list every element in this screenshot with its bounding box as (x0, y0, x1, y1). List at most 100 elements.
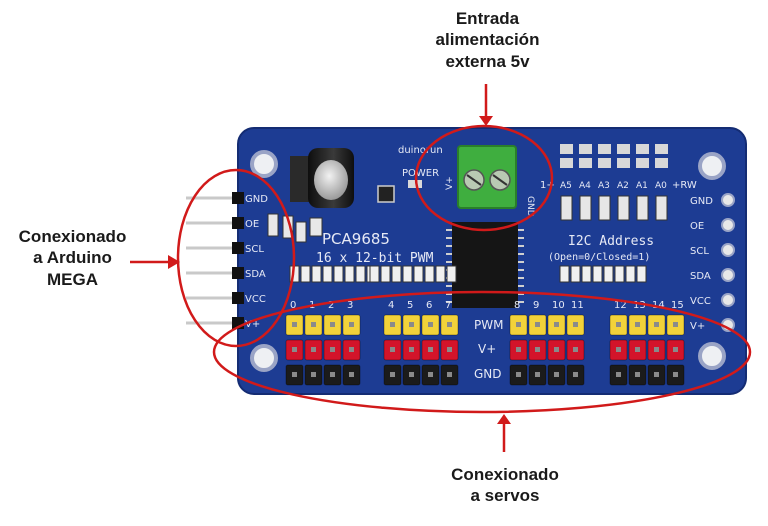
right-pin-label: OE (690, 221, 704, 232)
address-resistors (560, 195, 668, 221)
array-resistor (300, 265, 311, 283)
pin-tip (554, 347, 559, 352)
pin-tip (673, 322, 678, 327)
channel-number: 10 (552, 300, 565, 311)
right-header-pads[interactable] (721, 193, 735, 332)
address-resistor (598, 195, 611, 221)
capacitor (290, 148, 354, 208)
right-pad[interactable] (721, 193, 735, 207)
address-pad-bottom (560, 158, 573, 168)
pin-tip (516, 347, 521, 352)
pin-tip (573, 347, 578, 352)
servo-callout-line2: a servos (470, 486, 540, 506)
row-label-vplus: V+ (478, 342, 496, 356)
address-pad-top (598, 144, 611, 154)
pin-tip (292, 372, 297, 377)
resistor-arrays (289, 265, 647, 283)
arduino-callout-line1: Conexionado (18, 227, 127, 246)
pin-tip (330, 372, 335, 377)
address-pad-top (617, 144, 630, 154)
array-resistor (581, 265, 592, 283)
pin-tip (390, 322, 395, 327)
pin-tip (535, 347, 540, 352)
annotation-arrowheads (168, 116, 511, 424)
channel-number: 0 (290, 300, 296, 311)
pin-tip (654, 347, 659, 352)
array-resistor (424, 265, 435, 283)
pin-tip (349, 372, 354, 377)
right-pad[interactable] (721, 218, 735, 232)
address-jumper-pads (560, 144, 668, 168)
address-pad-top (560, 144, 573, 154)
channel-number: 2 (328, 300, 334, 311)
address-pad-top (579, 144, 592, 154)
left-pin-label: OE (245, 219, 259, 230)
channel-number: 7 (445, 300, 451, 311)
left-pin-label: V+ (245, 319, 260, 330)
array-resistor (344, 265, 355, 283)
pin-tip (654, 322, 659, 327)
pin-tip (635, 372, 640, 377)
pin-tip (428, 322, 433, 327)
pin-tip (635, 322, 640, 327)
pin-tip (390, 347, 395, 352)
pin-tip (390, 372, 395, 377)
servo-callout-line1: Conexionado (451, 465, 559, 484)
array-resistor (380, 265, 391, 283)
pin-tip (573, 372, 578, 377)
pin-tip (516, 322, 521, 327)
power-callout-line3: externa 5v (445, 51, 530, 71)
pin-tip (409, 322, 414, 327)
address-label: A4 (579, 181, 591, 191)
power-led-label: POWER (402, 168, 439, 179)
pin-tip (516, 372, 521, 377)
channel-number: 15 (671, 300, 684, 311)
header-pin[interactable] (186, 271, 244, 275)
channel-number: 14 (652, 300, 665, 311)
array-resistor (355, 265, 366, 283)
row-label-pwm: PWM (474, 318, 503, 332)
smd-components (267, 213, 323, 243)
i2c-address-note: (Open=0/Closed=1) (548, 252, 650, 263)
servo-headers[interactable] (285, 314, 685, 386)
address-pad-top (636, 144, 649, 154)
channel-number: 12 (614, 300, 627, 311)
pin-tip (573, 322, 578, 327)
pin-tip (535, 322, 540, 327)
right-pad[interactable] (721, 293, 735, 307)
array-resistor (603, 265, 614, 283)
header-housing (232, 242, 244, 254)
channel-number: 9 (533, 300, 539, 311)
header-pin[interactable] (186, 221, 244, 225)
pin-tip (554, 322, 559, 327)
right-pad[interactable] (721, 243, 735, 257)
pin-tip (409, 347, 414, 352)
arduino-callout-line2: a Arduino (33, 248, 112, 268)
address-label: A1 (636, 181, 648, 191)
header-pin[interactable] (186, 196, 244, 200)
header-pin[interactable] (186, 321, 244, 325)
pin-tip (654, 372, 659, 377)
header-pin[interactable] (186, 246, 244, 250)
power-input-callout: Entrada alimentación externa 5v (395, 8, 580, 72)
pca9685-chip (446, 222, 524, 308)
array-resistor (636, 265, 647, 283)
power-callout-line1: Entrada (455, 9, 520, 28)
header-housing (232, 217, 244, 229)
arduino-header[interactable] (186, 192, 244, 329)
power-input-ellipse (414, 124, 554, 232)
pin-tip (311, 372, 316, 377)
right-pad[interactable] (721, 268, 735, 282)
pin-tip (349, 322, 354, 327)
address-label: A0 (655, 181, 667, 191)
right-pin-label: SDA (690, 271, 711, 282)
header-pin[interactable] (186, 296, 244, 300)
pin-tip (447, 347, 452, 352)
pin-tip (447, 372, 452, 377)
array-resistor (435, 265, 446, 283)
pin-tip (616, 347, 621, 352)
annotations (130, 84, 752, 452)
pin-tip (616, 322, 621, 327)
row-label-gnd: GND (474, 367, 502, 381)
